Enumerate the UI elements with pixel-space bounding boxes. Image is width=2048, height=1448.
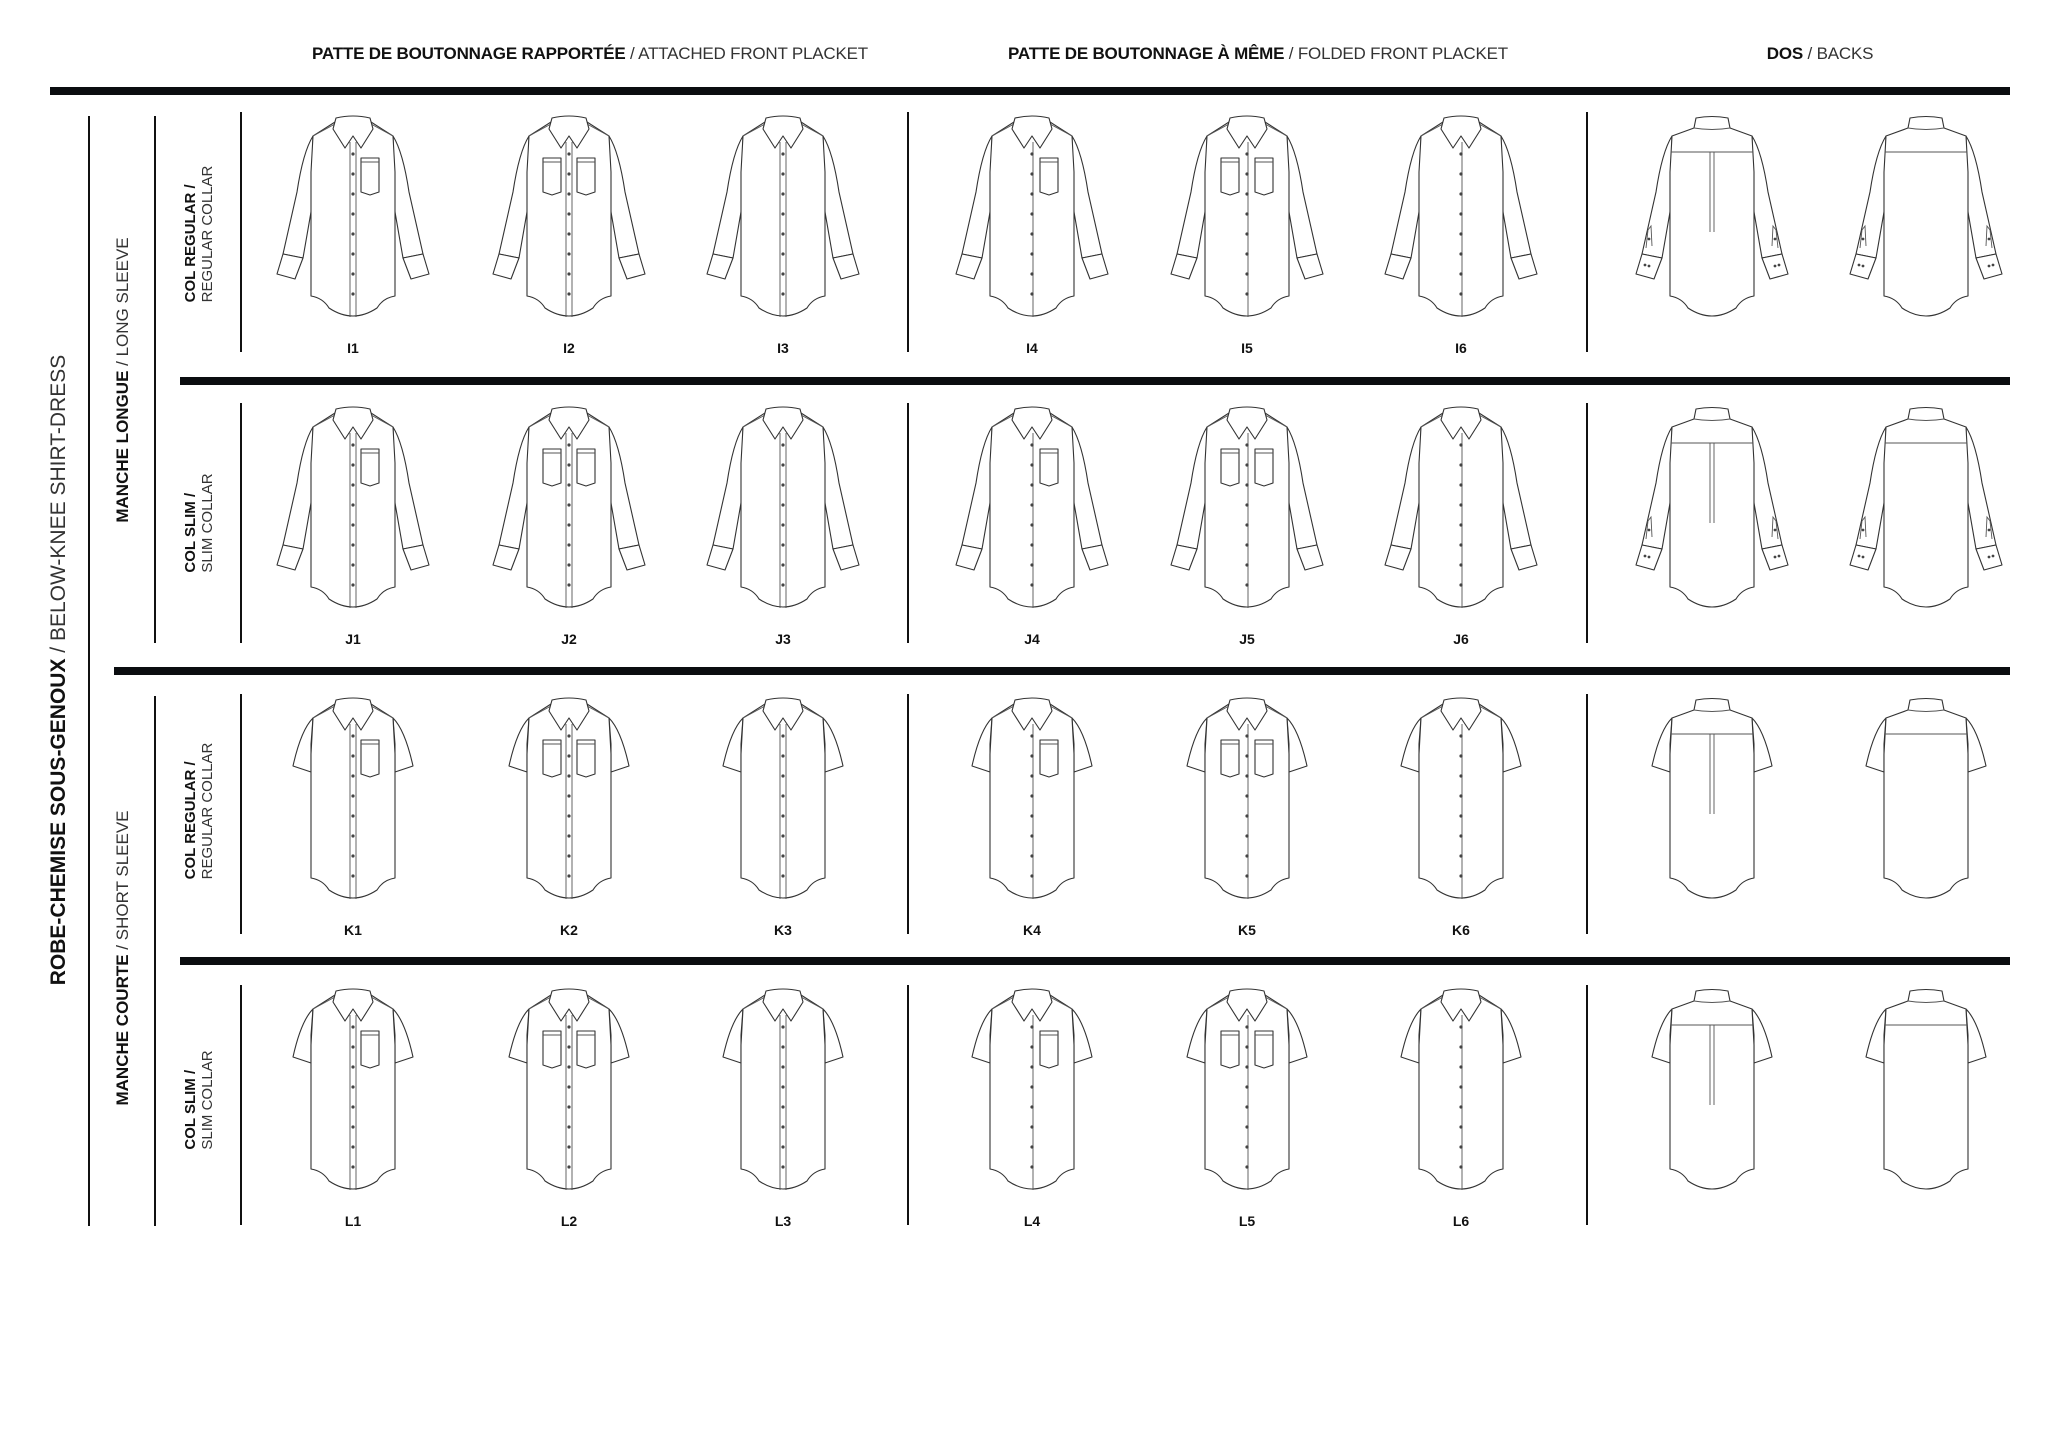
column-separator	[240, 112, 242, 352]
dress-type-label: ROBE-CHEMISE SOUS-GENOUX / BELOW-KNEE SH…	[47, 354, 70, 986]
model-code: L3	[774, 1213, 792, 1229]
shirt-front-drawing	[722, 988, 844, 1190]
model-code: L2	[560, 1213, 578, 1229]
model-code: J2	[561, 631, 577, 647]
model-code: I5	[1241, 340, 1253, 356]
column-separator	[240, 985, 242, 1225]
shirt-front-drawing	[1186, 988, 1308, 1190]
model-code: J4	[1024, 631, 1040, 647]
model-code: K1	[344, 922, 362, 938]
shirt-front-drawing	[955, 406, 1109, 608]
model-code: I4	[1026, 340, 1038, 356]
model-code: I3	[777, 340, 789, 356]
shirt-front-drawing	[1400, 988, 1522, 1190]
model-code: I1	[347, 340, 359, 356]
shirt-front-drawing	[971, 988, 1093, 1190]
column-separator	[907, 694, 909, 934]
shirt-front-drawing	[1170, 406, 1324, 608]
model-code: K4	[1023, 922, 1041, 938]
shirt-front-drawing	[1384, 115, 1538, 317]
shirt-back-plain-drawing	[1865, 988, 1987, 1190]
column-separator	[907, 403, 909, 643]
column-separator	[1586, 985, 1588, 1225]
model-code: L5	[1238, 1213, 1256, 1229]
header-attached-placket: PATTE DE BOUTONNAGE RAPPORTÉE / ATTACHED…	[312, 44, 868, 63]
shirt-back-pleat-drawing	[1651, 988, 1773, 1190]
shirt-front-drawing	[706, 406, 860, 608]
shirt-front-drawing	[292, 697, 414, 899]
model-code: L1	[344, 1213, 362, 1229]
shirt-back-pleat-drawing	[1635, 406, 1789, 608]
shirt-front-drawing	[1186, 697, 1308, 899]
shirt-front-drawing	[292, 988, 414, 1190]
sleeve-divider	[114, 667, 2010, 675]
main-label-line	[88, 116, 90, 1226]
top-divider	[50, 87, 2010, 95]
shirt-front-drawing	[955, 115, 1109, 317]
shirt-front-drawing	[276, 115, 430, 317]
column-separator	[1586, 403, 1588, 643]
model-code: K5	[1238, 922, 1256, 938]
column-separator	[1586, 694, 1588, 934]
column-separator	[907, 112, 909, 352]
collar-label-row-2: COL SLIM /SLIM COLLAR	[182, 473, 216, 573]
model-code: I6	[1455, 340, 1467, 356]
column-separator	[907, 985, 909, 1225]
shirt-front-drawing	[722, 697, 844, 899]
shirt-front-drawing	[1400, 697, 1522, 899]
shirt-front-drawing	[508, 697, 630, 899]
collar-label-row-4: COL SLIM /SLIM COLLAR	[182, 1050, 216, 1150]
model-code: J1	[345, 631, 361, 647]
shirt-front-drawing	[706, 115, 860, 317]
sleeve-line-long	[154, 116, 156, 643]
row-divider-3	[180, 957, 2010, 965]
model-code: J6	[1453, 631, 1469, 647]
shirt-front-drawing	[276, 406, 430, 608]
collar-label-row-1: COL REGULAR /REGULAR COLLAR	[182, 165, 216, 303]
shirt-front-drawing	[1170, 115, 1324, 317]
model-code: K2	[560, 922, 578, 938]
model-code: J3	[775, 631, 791, 647]
shirt-back-plain-drawing	[1865, 697, 1987, 899]
model-code: K3	[774, 922, 792, 938]
shirt-back-plain-drawing	[1849, 406, 2003, 608]
column-separator	[1586, 112, 1588, 352]
column-separator	[240, 694, 242, 934]
shirt-front-drawing	[1384, 406, 1538, 608]
collar-label-row-3: COL REGULAR /REGULAR COLLAR	[182, 742, 216, 880]
model-code: L4	[1023, 1213, 1041, 1229]
shirt-front-drawing	[971, 697, 1093, 899]
model-code: L6	[1452, 1213, 1470, 1229]
shirt-front-drawing	[492, 406, 646, 608]
shirt-back-plain-drawing	[1849, 115, 2003, 317]
short-sleeve-label: MANCHE COURTE / SHORT SLEEVE	[113, 810, 132, 1106]
shirt-front-drawing	[492, 115, 646, 317]
model-code: K6	[1452, 922, 1470, 938]
model-code: I2	[563, 340, 575, 356]
header-folded-placket: PATTE DE BOUTONNAGE À MÊME / FOLDED FRON…	[1008, 44, 1508, 63]
header-backs: DOS / BACKS	[1766, 44, 1874, 63]
long-sleeve-label: MANCHE LONGUE / LONG SLEEVE	[113, 237, 132, 523]
model-code: J5	[1239, 631, 1255, 647]
shirt-back-pleat-drawing	[1635, 115, 1789, 317]
sleeve-line-short	[154, 696, 156, 1226]
shirt-back-pleat-drawing	[1651, 697, 1773, 899]
shirt-front-drawing	[508, 988, 630, 1190]
column-separator	[240, 403, 242, 643]
row-divider-1	[180, 377, 2010, 385]
